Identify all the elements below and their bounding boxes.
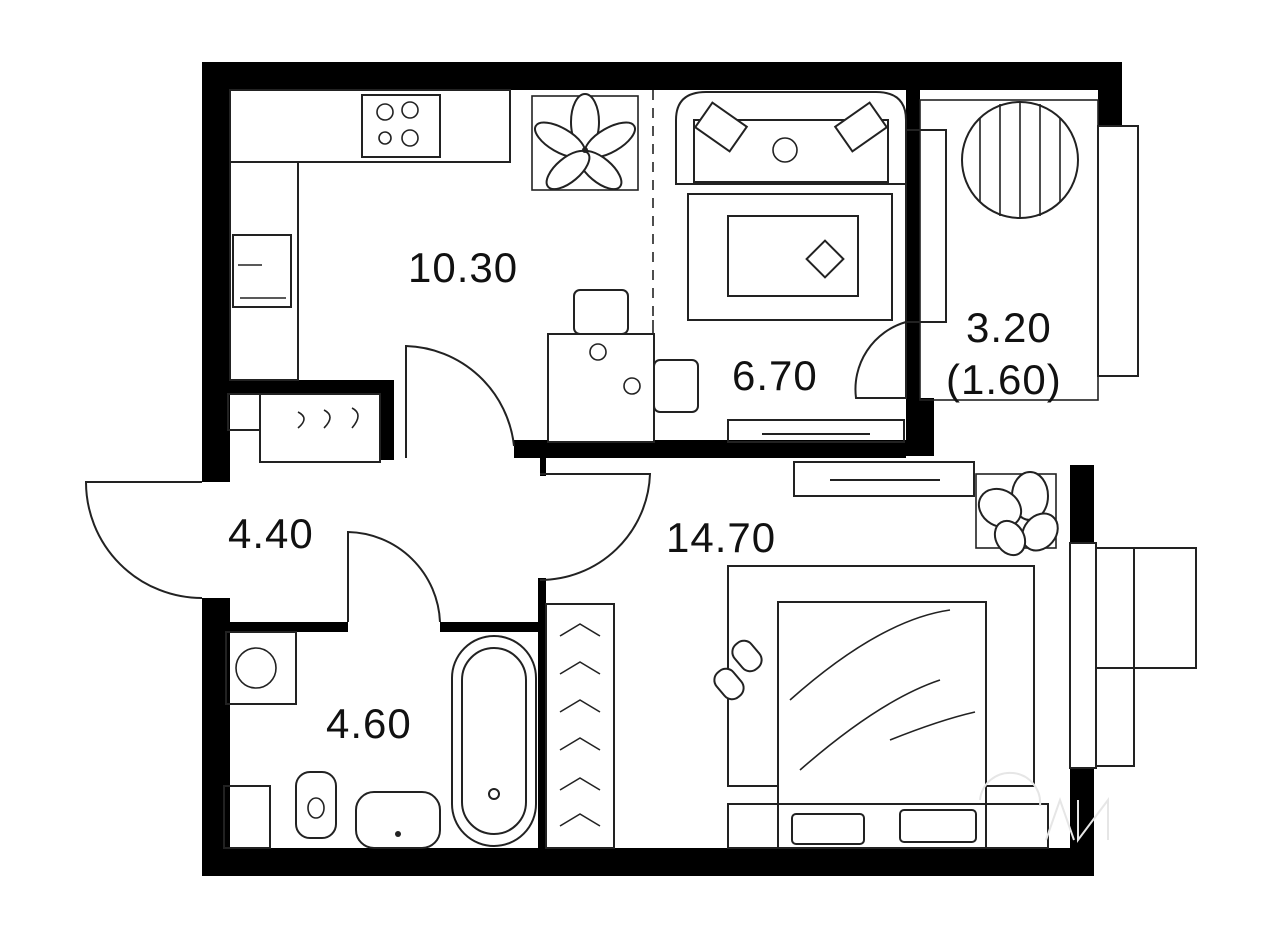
bathroom-door	[347, 530, 441, 623]
balcony-furniture	[961, 101, 1139, 377]
sofa-icon	[675, 91, 907, 185]
entry-door	[84, 481, 203, 599]
rug	[687, 193, 893, 321]
living-furniture	[675, 91, 947, 443]
balcony-door	[854, 321, 907, 399]
area-hall: 4.40	[228, 510, 314, 557]
coffee-table	[727, 215, 859, 297]
oven-icon	[232, 234, 292, 308]
slippers-icon	[713, 639, 763, 701]
plant-icon	[531, 93, 639, 191]
bedroom-furniture	[545, 461, 1197, 849]
watermark-logo	[979, 771, 1109, 843]
wardrobe	[259, 393, 381, 463]
area-balcony: 3.20	[966, 304, 1052, 351]
walls	[202, 62, 1122, 876]
toilet-icon	[295, 771, 337, 839]
bed-icon	[777, 601, 987, 849]
area-bedroom: 14.70	[666, 514, 776, 561]
plant-icon-bedroom	[975, 471, 1059, 557]
area-balcony-reduced: (1.60)	[946, 356, 1062, 403]
tv-stand	[727, 419, 905, 443]
area-bathroom: 4.60	[326, 700, 412, 747]
kitchen-door	[405, 344, 515, 458]
area-kitchen: 10.30	[408, 244, 518, 291]
bathroom-furniture	[223, 631, 537, 849]
dining-table-icon	[547, 289, 699, 443]
hall-furniture	[84, 344, 652, 623]
bedroom-door	[539, 473, 652, 581]
kitchen-furniture	[229, 89, 699, 443]
closet	[545, 603, 615, 849]
bathtub-icon	[451, 635, 537, 847]
sink-icon	[355, 791, 441, 849]
area-labels: 10.30 6.70 3.20 (1.60) 4.40 14.70 4.60	[228, 244, 1062, 747]
cooktop-icon	[361, 94, 441, 158]
washer-icon	[235, 647, 277, 689]
area-living: 6.70	[732, 352, 818, 399]
